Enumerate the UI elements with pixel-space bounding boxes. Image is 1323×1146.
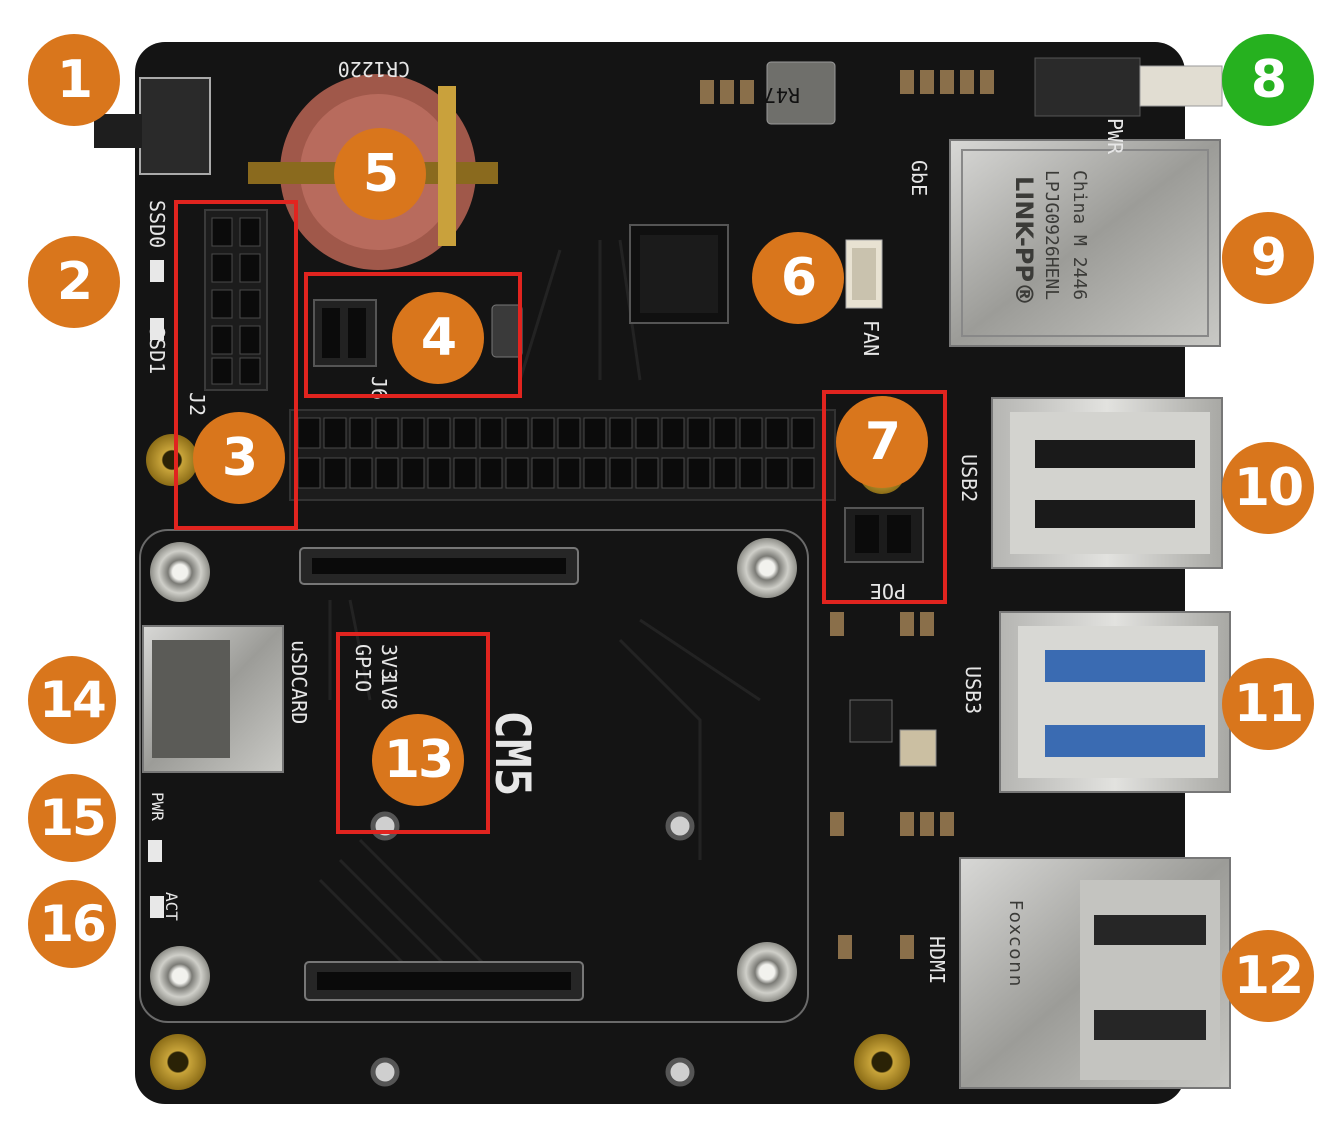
callout-15: 15: [28, 774, 116, 862]
j6-jumper: [313, 299, 377, 367]
r47-inductor: [766, 61, 836, 125]
smd-components: [700, 70, 994, 959]
callout-1: 1: [28, 34, 120, 126]
silk-led-pwr: PWR: [148, 792, 167, 821]
power-button: [1034, 57, 1223, 117]
j2-header: [204, 209, 268, 391]
highlight-j2-ssd-header: [174, 200, 298, 530]
act-led: [150, 896, 164, 918]
cm5-connector-top: [299, 547, 579, 585]
highlight-voltage-select: [336, 632, 490, 834]
silk-pwr-button: PWR: [1103, 118, 1127, 155]
callout-14: 14: [28, 656, 116, 744]
highlight-poe-header: [822, 390, 947, 604]
crystal-oscillator: [899, 729, 937, 767]
usb-controller-chip: [629, 224, 729, 324]
gpio-header-40pin: [289, 409, 836, 501]
silk-3v3: 3V3: [377, 644, 401, 680]
callout-12: 12: [1222, 930, 1314, 1022]
cm5-module-outline: [139, 529, 809, 1023]
small-ic: [849, 699, 893, 743]
callout-3: 3: [193, 412, 285, 504]
silk-ssd0: SSD0: [145, 200, 169, 248]
usb2-port: [991, 397, 1223, 569]
pcb-board: [135, 42, 1185, 1104]
callout-11: 11: [1222, 658, 1314, 750]
callout-8: 8: [1222, 34, 1314, 126]
silk-cr1220: CR1220: [338, 57, 410, 81]
silk-fan: FAN: [859, 320, 883, 356]
callout-9: 9: [1222, 212, 1314, 304]
silk-1v8: 1V8: [377, 674, 401, 710]
hdmi-brand-text: Foxconn: [1005, 900, 1026, 988]
fan-connector: [845, 239, 883, 309]
silk-gbe: GbE: [907, 160, 931, 196]
pwr-led: [148, 840, 162, 862]
callout-16: 16: [28, 880, 116, 968]
ssd1-led: [150, 318, 164, 340]
callout-10: 10: [1222, 442, 1314, 534]
ssd0-led: [150, 260, 164, 282]
side-switch: [94, 77, 211, 175]
usb3-port: [999, 611, 1231, 793]
silk-usb3: USB3: [961, 666, 985, 714]
silk-led-act: ACT: [162, 892, 181, 921]
silk-usdcard: uSDCARD: [287, 640, 311, 724]
callout-7: 7: [836, 396, 928, 488]
highlight-j6-jumper: [304, 272, 522, 398]
microsd-slot: [142, 625, 284, 773]
mounting-standoffs: [146, 434, 910, 1090]
gbe-ethernet-jack: [949, 139, 1221, 347]
poe-header: [844, 507, 924, 563]
power-inductor: [491, 304, 523, 358]
callout-4: 4: [392, 292, 484, 384]
callout-13: 13: [372, 714, 464, 806]
silk-cm5: CM5: [484, 710, 540, 797]
cm5-connector-bottom: [304, 961, 584, 1001]
silk-poe: POE: [870, 579, 906, 603]
silk-hdmi: HDMI: [925, 936, 949, 984]
silk-usb2: USB2: [957, 454, 981, 502]
hdmi-port: [959, 857, 1231, 1089]
eth-part-text: LPJG0926HENL: [1041, 170, 1062, 300]
callout-6: 6: [752, 232, 844, 324]
silk-gpio: GPIO: [351, 644, 375, 692]
callout-5: 5: [334, 128, 426, 220]
silk-r47: R47: [764, 83, 800, 107]
silk-j2: J2: [185, 392, 209, 416]
eth-brand-text: LINK-PP®: [1010, 176, 1038, 306]
eth-origin-text: China M 2446: [1069, 170, 1090, 300]
callout-2: 2: [28, 236, 120, 328]
